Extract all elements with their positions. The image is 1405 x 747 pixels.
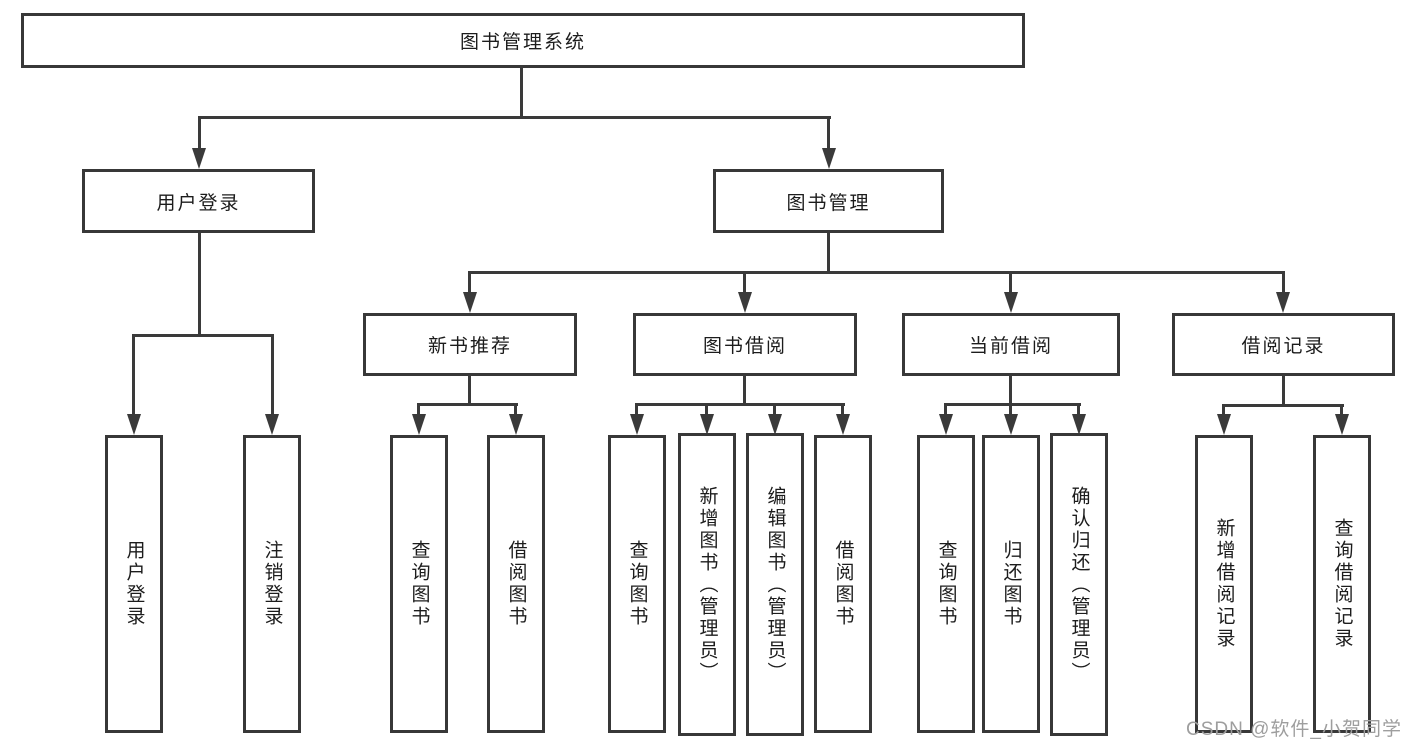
connector-line bbox=[635, 403, 638, 419]
connector-line bbox=[468, 271, 471, 297]
arrow-down-icon bbox=[768, 414, 782, 435]
connector-line bbox=[198, 116, 831, 119]
connector-line bbox=[705, 403, 708, 419]
node-current-borrow: 当前借阅 bbox=[902, 313, 1120, 376]
leaf-query-books-current: 查询图书 bbox=[917, 435, 975, 733]
connector-line bbox=[1009, 375, 1012, 406]
connector-line bbox=[1222, 404, 1225, 419]
connector-line bbox=[1077, 403, 1080, 419]
connector-line bbox=[1340, 404, 1343, 419]
connector-line bbox=[132, 334, 135, 416]
arrow-down-icon bbox=[1004, 292, 1018, 313]
connector-line bbox=[132, 334, 274, 337]
arrow-down-icon bbox=[822, 148, 836, 169]
leaf-query-books-recommend: 查询图书 bbox=[390, 435, 448, 733]
connector-line bbox=[468, 375, 471, 406]
leaf-logout-login: 注销登录 bbox=[243, 435, 301, 733]
connector-line bbox=[198, 116, 201, 150]
arrow-down-icon bbox=[1217, 414, 1231, 435]
leaf-user-login: 用户登录 bbox=[105, 435, 163, 733]
connector-line bbox=[1282, 375, 1285, 407]
arrow-down-icon bbox=[1004, 414, 1018, 435]
connector-line bbox=[944, 403, 1081, 406]
connector-line bbox=[1009, 271, 1012, 297]
connector-line bbox=[514, 403, 517, 419]
connector-line bbox=[198, 233, 201, 336]
arrow-down-icon bbox=[630, 414, 644, 435]
leaf-return-books: 归还图书 bbox=[982, 435, 1040, 733]
connector-line bbox=[520, 65, 523, 118]
leaf-query-borrow-record: 查询借阅记录 bbox=[1313, 435, 1371, 733]
connector-line bbox=[743, 375, 746, 406]
leaf-borrow-books-recommend: 借阅图书 bbox=[487, 435, 545, 733]
arrow-down-icon bbox=[738, 292, 752, 313]
connector-line bbox=[773, 403, 776, 419]
arrow-down-icon bbox=[463, 292, 477, 313]
arrow-down-icon bbox=[127, 414, 141, 435]
leaf-query-books-borrow: 查询图书 bbox=[608, 435, 666, 733]
csdn-watermark: CSDN @软件_小贺同学 bbox=[1186, 719, 1402, 740]
connector-line bbox=[827, 116, 830, 150]
leaf-add-borrow-record: 新增借阅记录 bbox=[1195, 435, 1253, 733]
leaf-edit-books-admin: 编辑图书（管理员） bbox=[746, 433, 804, 736]
connector-line bbox=[841, 403, 844, 419]
node-borrow-records: 借阅记录 bbox=[1172, 313, 1395, 376]
arrow-down-icon bbox=[509, 414, 523, 435]
node-new-book-recommend: 新书推荐 bbox=[363, 313, 577, 376]
arrow-down-icon bbox=[192, 148, 206, 169]
node-book-borrow: 图书借阅 bbox=[633, 313, 857, 376]
connector-line bbox=[1282, 271, 1285, 297]
arrow-down-icon bbox=[1072, 414, 1086, 435]
leaf-borrow-books: 借阅图书 bbox=[814, 435, 872, 733]
leaf-add-books-admin: 新增图书（管理员） bbox=[678, 433, 736, 736]
arrow-down-icon bbox=[265, 414, 279, 435]
connector-line bbox=[417, 403, 518, 406]
node-user-login: 用户登录 bbox=[82, 169, 315, 233]
connector-line bbox=[468, 271, 1285, 274]
connector-line bbox=[944, 403, 947, 419]
connector-line bbox=[271, 334, 274, 416]
connector-line bbox=[635, 403, 845, 406]
connector-line bbox=[827, 233, 830, 274]
connector-line bbox=[743, 271, 746, 297]
node-book-management: 图书管理 bbox=[713, 169, 944, 233]
connector-line bbox=[1222, 404, 1344, 407]
arrow-down-icon bbox=[939, 414, 953, 435]
arrow-down-icon bbox=[836, 414, 850, 435]
arrow-down-icon bbox=[1335, 414, 1349, 435]
arrow-down-icon bbox=[700, 414, 714, 435]
leaf-confirm-return-admin: 确认归还（管理员） bbox=[1050, 433, 1108, 736]
connector-line bbox=[1009, 403, 1012, 419]
connector-line bbox=[417, 403, 420, 419]
node-root: 图书管理系统 bbox=[21, 13, 1025, 68]
arrow-down-icon bbox=[1276, 292, 1290, 313]
arrow-down-icon bbox=[412, 414, 426, 435]
